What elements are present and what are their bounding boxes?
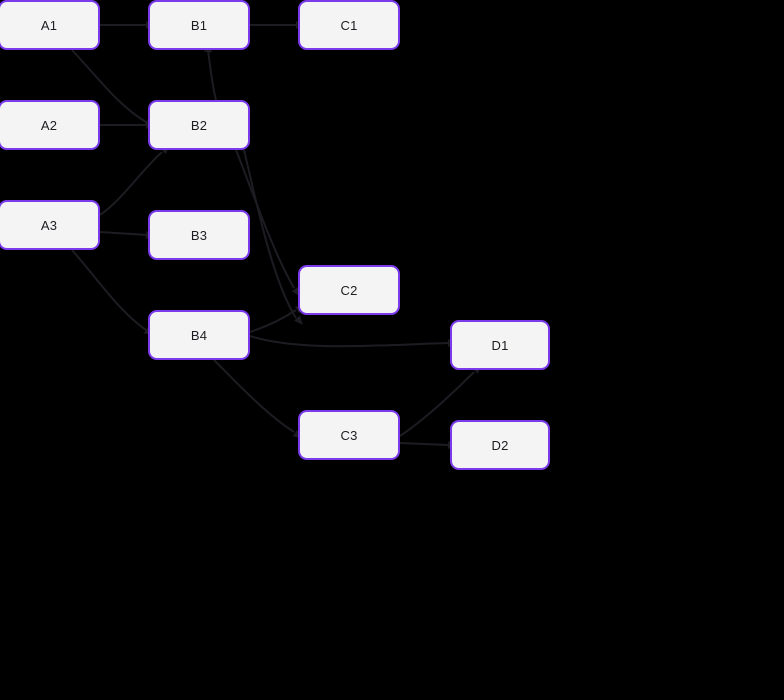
- graph-node-label: D1: [491, 337, 509, 353]
- graph-node-c2[interactable]: C2: [298, 265, 400, 315]
- graph-edge: [249, 335, 449, 348]
- graph-node-b3[interactable]: B3: [148, 210, 250, 260]
- graph-node-c1[interactable]: C1: [298, 0, 400, 50]
- graph-node-label: D2: [491, 437, 509, 453]
- graph-edge: [213, 359, 295, 433]
- graph-node-a2[interactable]: A2: [0, 100, 100, 150]
- graph-edge: [207, 49, 217, 101]
- graph-node-label: B3: [190, 227, 208, 243]
- edge-arrowhead: [293, 315, 303, 325]
- graph-node-label: B1: [190, 17, 208, 33]
- graph-node-label: A3: [40, 217, 58, 233]
- graph-edge: [99, 151, 163, 216]
- graph-node-label: A2: [40, 117, 58, 133]
- graph-node-d1[interactable]: D1: [450, 320, 550, 370]
- graph-node-d2[interactable]: D2: [450, 420, 550, 470]
- graph-edge: [243, 149, 297, 319]
- graph-node-c3[interactable]: C3: [298, 410, 400, 460]
- graph-node-label: C2: [340, 282, 358, 298]
- graph-node-a1[interactable]: A1: [0, 0, 100, 50]
- graph-edge: [399, 442, 449, 446]
- graph-edge: [249, 309, 297, 333]
- graph-node-label: B4: [190, 327, 208, 343]
- graph-node-a3[interactable]: A3: [0, 200, 100, 250]
- graph-node-b2[interactable]: B2: [148, 100, 250, 150]
- graph-node-b4[interactable]: B4: [148, 310, 250, 360]
- graph-edge: [99, 231, 149, 236]
- graph-node-label: B2: [190, 117, 208, 133]
- graph-node-label: C1: [340, 17, 358, 33]
- graph-edge: [71, 249, 147, 331]
- graph-node-label: A1: [40, 17, 58, 33]
- graph-node-label: C3: [340, 427, 358, 443]
- graph-node-b1[interactable]: B1: [148, 0, 250, 50]
